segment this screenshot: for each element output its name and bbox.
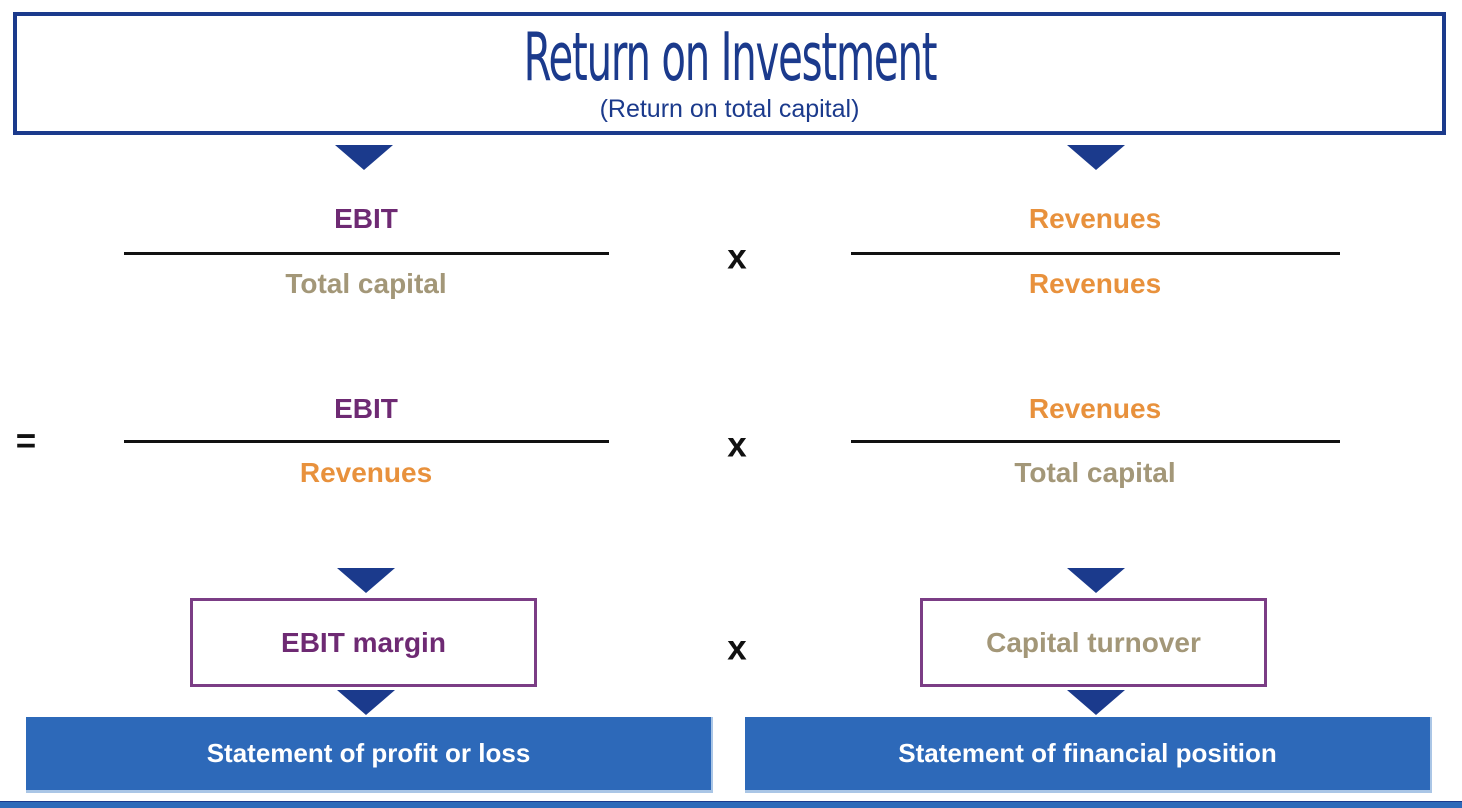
capital-turnover-box: Capital turnover	[920, 598, 1267, 687]
fraction-line	[851, 440, 1340, 443]
fraction-numerator: Revenues	[1028, 203, 1162, 234]
fraction-line	[851, 252, 1340, 255]
arrow-down-icon	[335, 145, 393, 170]
arrow-down-icon	[337, 568, 395, 593]
statement-profit-loss-bar: Statement of profit or loss	[26, 717, 713, 793]
arrow-down-icon	[1067, 690, 1125, 715]
multiply-operator: x	[727, 237, 747, 277]
fraction-line	[124, 252, 609, 255]
capital-turnover-label: Capital turnover	[986, 626, 1201, 658]
fraction-numerator: Revenues	[1028, 393, 1162, 424]
statement-profit-loss-label: Statement of profit or loss	[206, 738, 531, 768]
page-subtitle: (Return on total capital)	[599, 94, 860, 123]
ebit-margin-box: EBIT margin	[190, 598, 537, 687]
arrow-down-icon	[1067, 568, 1125, 593]
arrow-down-icon	[1067, 145, 1125, 170]
fraction-numerator: EBIT	[334, 203, 398, 234]
arrow-down-icon	[337, 690, 395, 715]
fraction-denominator: Revenues	[1028, 268, 1162, 299]
bottom-divider	[0, 801, 1462, 808]
page-title: Return on Investment	[523, 17, 937, 96]
fraction-denominator: Revenues	[299, 457, 433, 488]
fraction-line	[124, 440, 609, 443]
ebit-margin-label: EBIT margin	[281, 626, 446, 658]
multiply-operator: x	[727, 425, 747, 465]
fraction-denominator: Total capital	[1014, 457, 1176, 488]
title-box: Return on Investment (Return on total ca…	[13, 12, 1446, 135]
fraction-denominator: Total capital	[285, 268, 447, 299]
fraction-numerator: EBIT	[334, 393, 398, 424]
statement-financial-position-label: Statement of financial position	[898, 738, 1277, 768]
multiply-operator: x	[727, 628, 747, 668]
equals-operator: =	[15, 421, 37, 461]
statement-financial-position-bar: Statement of financial position	[745, 717, 1432, 793]
